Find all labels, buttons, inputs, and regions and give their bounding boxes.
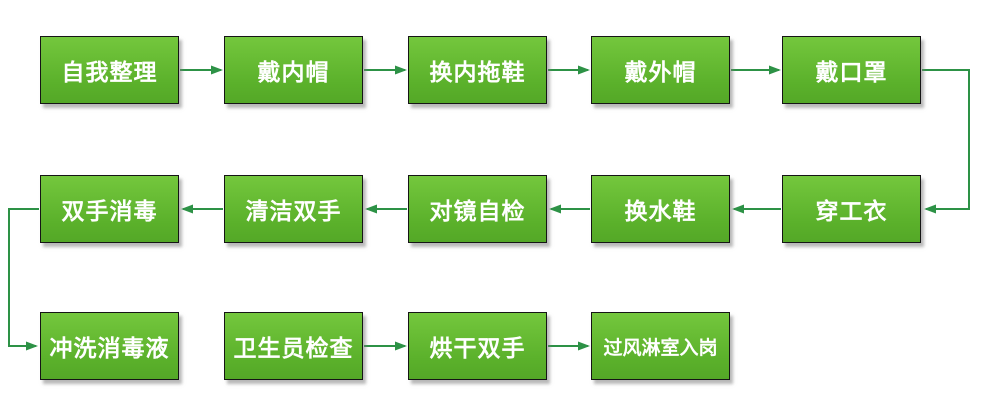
node-label: 过风淋室入岗 <box>603 336 718 359</box>
node-label: 冲洗消毒液 <box>49 336 170 362</box>
node-label: 清洁双手 <box>245 199 342 225</box>
node-hygienist-inspection: 卫生员检查 <box>224 312 363 380</box>
node-label: 换内拖鞋 <box>429 60 526 86</box>
node-label: 对镜自检 <box>429 199 526 225</box>
node-label: 戴外帽 <box>624 60 697 86</box>
node-wear-outer-cap: 戴外帽 <box>591 36 730 104</box>
node-change-indoor-slippers: 换内拖鞋 <box>408 36 547 104</box>
node-label: 卫生员检查 <box>233 336 354 362</box>
node-dry-hands: 烘干双手 <box>408 312 547 380</box>
node-label: 烘干双手 <box>429 336 526 362</box>
node-clean-hands: 清洁双手 <box>224 175 363 243</box>
node-mirror-self-check: 对镜自检 <box>408 175 547 243</box>
node-change-water-boots: 换水鞋 <box>591 175 730 243</box>
node-wear-mask: 戴口罩 <box>782 36 921 104</box>
node-rinse-disinfectant: 冲洗消毒液 <box>40 312 179 380</box>
node-label: 换水鞋 <box>624 199 697 225</box>
node-label: 戴口罩 <box>815 60 888 86</box>
node-wear-work-clothes: 穿工衣 <box>782 175 921 243</box>
node-label: 双手消毒 <box>61 199 158 225</box>
node-label: 穿工衣 <box>815 199 888 225</box>
node-air-shower-entry: 过风淋室入岗 <box>591 312 730 380</box>
node-self-tidy: 自我整理 <box>40 36 179 104</box>
node-label: 戴内帽 <box>257 60 330 86</box>
arrow-mask-to-work-clothes <box>922 69 970 214</box>
node-wear-inner-cap: 戴内帽 <box>224 36 363 104</box>
node-disinfect-hands: 双手消毒 <box>40 175 179 243</box>
node-label: 自我整理 <box>61 60 158 86</box>
arrow-disinfect-hands-to-rinse <box>8 208 39 351</box>
